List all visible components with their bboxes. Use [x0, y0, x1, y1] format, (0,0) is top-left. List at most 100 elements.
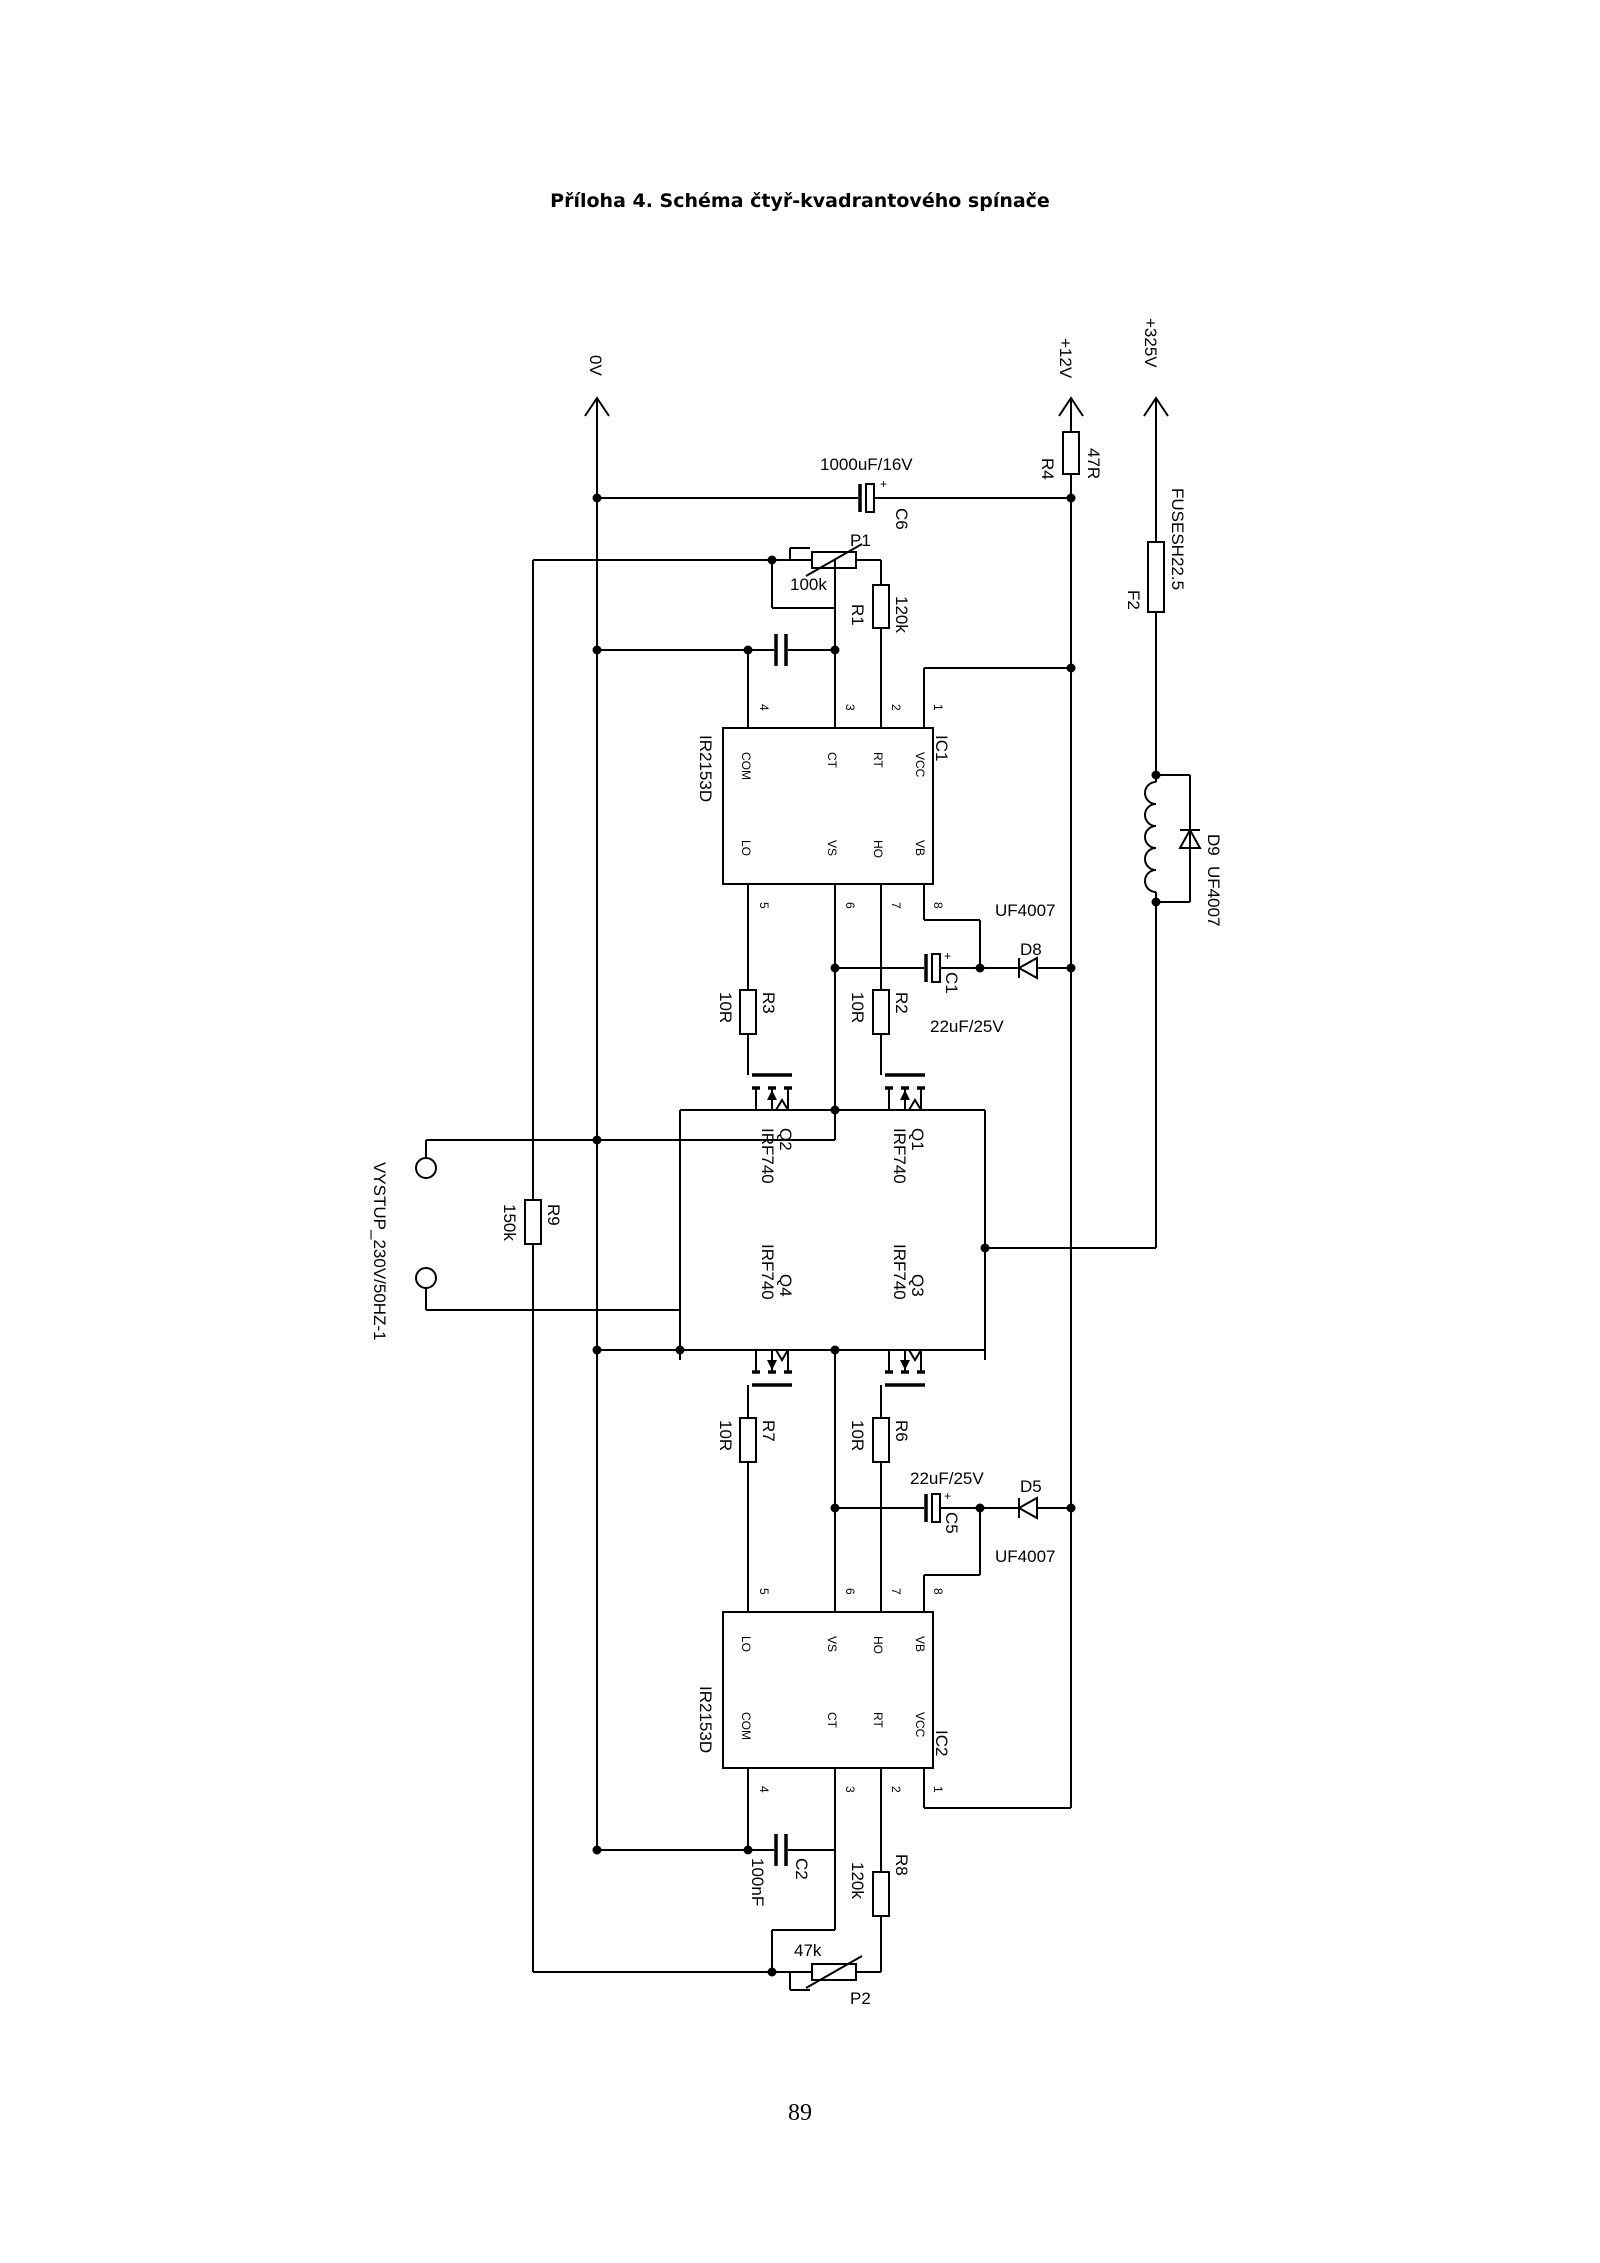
ic2-pin-num-4: 4	[757, 1786, 771, 1793]
q2-mosfet	[680, 1073, 835, 1111]
junction-dot	[830, 1503, 840, 1513]
junction-dot	[675, 1345, 685, 1355]
ic2-pin-name-vb: VB	[913, 1636, 927, 1652]
ic1-ref: IC1	[932, 735, 951, 761]
ic2-pin-num-3: 3	[843, 1786, 857, 1793]
q3-mosfet	[885, 1349, 925, 1387]
junction-dot	[592, 645, 602, 655]
junction-dot	[980, 1243, 990, 1253]
ic2-ref: IC2	[932, 1730, 951, 1756]
output-terminal-b	[415, 1267, 437, 1289]
q4-value: IRF740	[758, 1244, 777, 1300]
c6-plate-b	[865, 483, 875, 513]
p2-wiper	[805, 1955, 863, 1989]
junction-dot	[830, 1105, 840, 1115]
c5-ref: C5	[942, 1512, 961, 1534]
r9-value: 150k	[500, 1204, 519, 1241]
c6-ref: C6	[892, 508, 911, 530]
r4-ref: R4	[1038, 458, 1057, 480]
ic1-pin-num-6: 6	[843, 902, 857, 909]
junction-dot	[592, 493, 602, 503]
junction-dot	[1151, 770, 1161, 780]
r6-resistor	[872, 1417, 890, 1463]
rail-label-12v: +12V	[1056, 338, 1075, 379]
r8-value: 120k	[848, 1862, 867, 1899]
junction-dot	[743, 1845, 753, 1855]
ic1-pin-num-1: 1	[931, 704, 945, 711]
c1-plate-b	[931, 953, 941, 983]
d9-value: UF4007	[1204, 866, 1223, 926]
p1-ref: P1	[850, 531, 871, 550]
junction-dot	[767, 555, 777, 565]
c6-value: 1000uF/16V	[820, 455, 913, 474]
ic2-pin-name-ho: HO	[871, 1636, 885, 1654]
ic2-pin-name-ct: CT	[825, 1712, 839, 1729]
ic1-pin-name-ct: CT	[825, 752, 839, 769]
ic1-pin-name-rt: RT	[871, 752, 885, 768]
page-title: Příloha 4. Schéma čtyř-kvadrantového spí…	[550, 190, 1050, 212]
ic1-pin-num-7: 7	[889, 902, 903, 909]
r4-value: 47R	[1084, 448, 1103, 479]
r9-resistor	[524, 1199, 542, 1245]
f2-ref: F2	[1124, 590, 1143, 610]
ic1-pin-num-3: 3	[843, 704, 857, 711]
p2-ref: P2	[850, 1989, 871, 2008]
c2-ref: C2	[792, 1858, 811, 1880]
d5-ref: D5	[1020, 1477, 1042, 1496]
c1-plus: +	[944, 949, 951, 963]
junction-dot	[1151, 897, 1161, 907]
junction-dot	[975, 1503, 985, 1513]
d9-diode-body	[1178, 827, 1202, 849]
d8-diode-body	[1016, 956, 1038, 980]
f2-value: FUSESH22.5	[1168, 488, 1187, 590]
q1-mosfet	[835, 1073, 985, 1111]
junction-dot	[767, 1967, 777, 1977]
d5-diode-body	[1016, 1496, 1038, 1520]
r2-value: 10R	[848, 992, 867, 1023]
ic2-pin-num-2: 2	[889, 1786, 903, 1793]
junction-dot	[1066, 663, 1076, 673]
ic2-pin-num-1: 1	[931, 1786, 945, 1793]
c6-plus: +	[880, 477, 887, 491]
r3-resistor	[739, 989, 757, 1035]
output-terminal-a	[415, 1157, 437, 1179]
r7-resistor	[739, 1417, 757, 1463]
r9-ref: R9	[544, 1204, 563, 1226]
c5-plus: +	[944, 1489, 951, 1503]
p1-value: 100k	[790, 575, 827, 594]
ic1-pin-num-8: 8	[931, 902, 945, 909]
ic2-pin-name-rt: RT	[871, 1712, 885, 1728]
q4-mosfet	[752, 1349, 792, 1387]
r2-ref: R2	[892, 992, 911, 1014]
ic2-pin-name-vs: VS	[825, 1636, 839, 1652]
q3-value: IRF740	[890, 1244, 909, 1300]
ic1-part: IR2153D	[696, 735, 715, 802]
inductor-coil	[1144, 781, 1157, 893]
c1-value: 22uF/25V	[930, 1017, 1004, 1036]
c1-ref: C1	[942, 972, 961, 994]
r1-value: 120k	[892, 596, 911, 633]
r8-ref: R8	[892, 1854, 911, 1876]
rail-label-0v: 0V	[586, 355, 605, 376]
d5-value: UF4007	[995, 1547, 1055, 1566]
junction-dot	[592, 1135, 602, 1145]
r1-resistor	[872, 584, 890, 629]
junction-dot	[592, 1845, 602, 1855]
ic2-pin-name-lo: LO	[739, 1636, 753, 1652]
r6-ref: R6	[892, 1420, 911, 1442]
r8-resistor	[872, 1871, 890, 1917]
r3-value: 10R	[716, 992, 735, 1023]
junction-dot	[1066, 493, 1076, 503]
junction-dot	[592, 1345, 602, 1355]
ic1-pin-num-2: 2	[889, 704, 903, 711]
q2-value: IRF740	[758, 1128, 777, 1184]
ic1-pin-name-ho: HO	[871, 840, 885, 858]
ic1-pin-name-vcc: VCC	[913, 752, 927, 778]
r7-ref: R7	[759, 1420, 778, 1442]
ic2-part: IR2153D	[696, 1686, 715, 1753]
ic1-body	[722, 727, 934, 885]
c5-value: 22uF/25V	[910, 1469, 984, 1488]
ic2-pin-num-6: 6	[843, 1588, 857, 1595]
q1-ref: Q1	[908, 1128, 927, 1151]
d8-value: UF4007	[995, 901, 1055, 920]
